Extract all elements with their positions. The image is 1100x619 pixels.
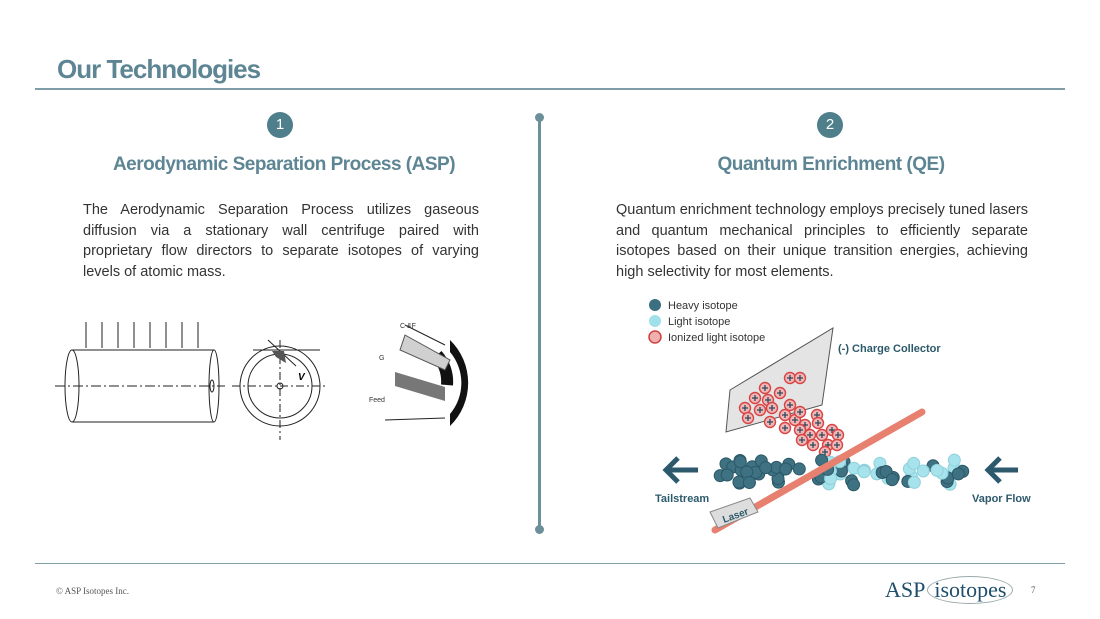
collector-label: (-) Charge Collector: [838, 343, 941, 355]
ionized-particle: [793, 371, 807, 385]
ionized-particle: [783, 398, 797, 412]
ionized-particle: [758, 381, 772, 395]
isotope-particle: [857, 465, 871, 479]
isotope-particle: [907, 456, 921, 470]
page-number: 7: [1031, 585, 1036, 595]
isotope-particle: [792, 462, 806, 476]
column-divider: [538, 117, 541, 529]
isotope-particle: [916, 464, 930, 478]
isotope-particle: [951, 467, 965, 481]
divider-dot: [535, 525, 544, 534]
ionized-particle: [765, 401, 779, 415]
step-number-2: 2: [817, 112, 843, 138]
ionized-particle: [815, 428, 829, 442]
charge-collector-plate: [725, 327, 834, 433]
logo-asp: ASP: [885, 577, 926, 602]
cf-label: C &F: [400, 323, 416, 330]
legend: Heavy isotope Light isotope Ionized ligh…: [648, 299, 765, 344]
isotope-particle: [733, 455, 747, 469]
isotope-particle: [930, 463, 944, 477]
isotope-particle: [947, 453, 961, 467]
g-label: G: [379, 355, 384, 362]
pressure-arrows: [85, 322, 199, 348]
isotope-particle: [885, 473, 899, 487]
ionized-particle: [763, 415, 777, 429]
bottom-divider: [35, 563, 1065, 564]
qe-diagram: Heavy isotope Light isotope Ionized ligh…: [648, 299, 1031, 534]
ionized-particle: [753, 403, 767, 417]
ionized-particle: [830, 438, 844, 452]
ionized-particle: [795, 433, 809, 447]
copyright: © ASP Isotopes Inc.: [56, 586, 130, 596]
isotope-particle: [847, 478, 861, 492]
qe-description: Quantum enrichment technology employs pr…: [616, 202, 1028, 280]
vapor-flow-arrow-icon: [984, 456, 1018, 484]
ionized-particle: [831, 428, 845, 442]
ionized-particle: [773, 386, 787, 400]
heavy-isotope-icon: [649, 299, 661, 311]
ionized-particle: [778, 421, 792, 435]
ionized-particle: [811, 416, 825, 430]
asp-heading: Aerodynamic Separation Process (ASP): [112, 154, 456, 175]
qe-heading: Quantum Enrichment (QE): [717, 154, 945, 175]
legend-heavy: Heavy isotope: [668, 300, 738, 312]
logo-isotopes: isotopes: [927, 576, 1014, 604]
isotope-particle: [907, 475, 921, 489]
ionized-particle: [778, 408, 792, 422]
top-divider: [35, 88, 1065, 90]
ionized-isotopes: [738, 371, 845, 459]
ionized-particle: [793, 423, 807, 437]
legend-ionized: Ionized light isotope: [668, 332, 765, 344]
velocity-label: V: [298, 372, 306, 383]
ionized-particle: [806, 438, 820, 452]
legend-light: Light isotope: [668, 316, 730, 328]
feed-label: Feed: [369, 397, 385, 404]
asp-description: The Aerodynamic Separation Process utili…: [83, 202, 479, 280]
tailstream-arrow-icon: [662, 456, 698, 484]
ionized-isotope-icon: [648, 330, 662, 344]
ionized-particle: [748, 391, 762, 405]
laser-emitter: [709, 497, 759, 529]
divider-dot: [535, 113, 544, 122]
asp-diagram: V C &F G Feed: [55, 322, 469, 440]
isotope-particle: [742, 475, 756, 489]
ionized-particle: [738, 401, 752, 415]
ionized-particle: [741, 411, 755, 425]
light-isotope-icon: [649, 315, 661, 327]
isotope-particle: [779, 462, 793, 476]
ionized-particle: [793, 405, 807, 419]
isotope-particle: [759, 461, 773, 475]
step-number-1: 1: [267, 112, 293, 138]
isotope-particle: [720, 468, 734, 482]
page-title: Our Technologies: [57, 54, 261, 84]
tailstream-label: Tailstream: [655, 493, 709, 505]
vapor-flow-label: Vapor Flow: [972, 493, 1031, 505]
